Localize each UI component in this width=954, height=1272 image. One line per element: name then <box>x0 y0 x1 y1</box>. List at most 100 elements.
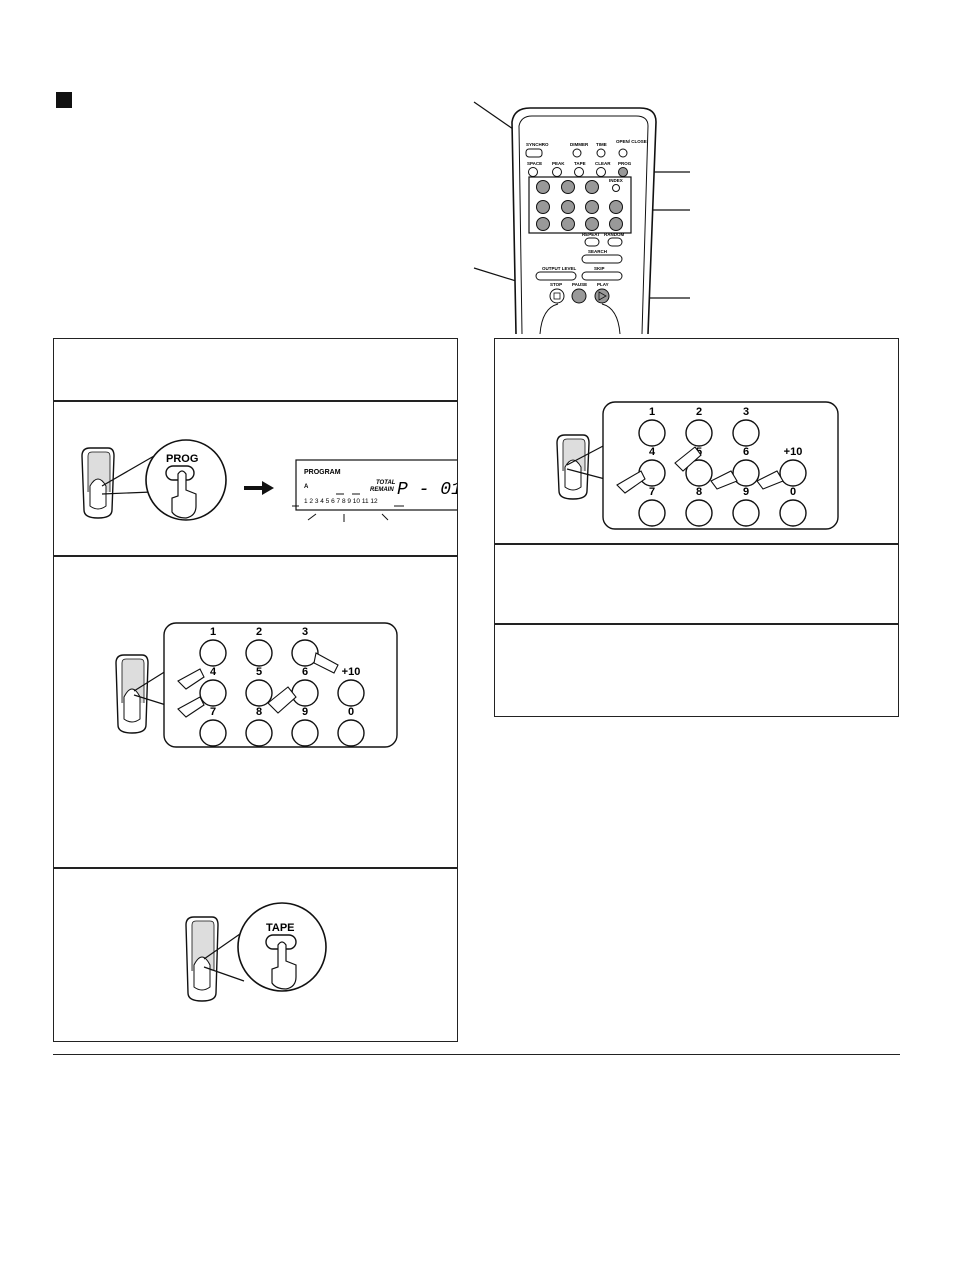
keypad-key-5[interactable] <box>685 459 713 487</box>
keypad-key-label: 4 <box>210 666 217 678</box>
keypad-key-2[interactable] <box>685 419 713 447</box>
remote-key-2[interactable] <box>561 180 575 194</box>
keypad-key-2[interactable] <box>245 639 273 667</box>
remote-label-play: PLAY <box>597 282 609 287</box>
keypad-key-9[interactable] <box>732 499 760 527</box>
keypad-key-label: 0 <box>790 486 796 498</box>
remote-key-8[interactable] <box>561 217 575 231</box>
remote-label-index: INDEX <box>609 178 623 183</box>
keypad-key-4[interactable] <box>638 459 666 487</box>
keypad-key-label: 6 <box>302 666 308 678</box>
remote-label-pause: PAUSE <box>572 282 587 287</box>
play-button[interactable] <box>594 288 610 304</box>
prog-step-figure: PROG PROGRAM A TOTAL REMAIN P - 01 1 2 3… <box>81 439 457 522</box>
keypad-key-plus10[interactable] <box>779 459 807 487</box>
index-button[interactable] <box>612 184 620 192</box>
remote-key-3[interactable] <box>585 180 599 194</box>
keypad-key-label: 7 <box>210 706 216 718</box>
keypad-key-label: 5 <box>256 666 262 678</box>
keypad-key-label: 3 <box>743 406 749 418</box>
footer-rule <box>53 1054 900 1055</box>
keypad-key-label: 2 <box>256 626 262 638</box>
keypad-key-label: 6 <box>743 446 749 458</box>
keypad-key-1[interactable] <box>638 419 666 447</box>
keypad-key-label: +10 <box>342 666 361 678</box>
keypad-key-0[interactable] <box>779 499 807 527</box>
remote-key-0[interactable] <box>609 217 623 231</box>
tape-button-remote[interactable] <box>574 167 584 177</box>
keypad-key-7[interactable] <box>199 719 227 747</box>
cd-display <box>295 459 457 511</box>
remote-key-4[interactable] <box>536 200 550 214</box>
remote-label-prog: PROG <box>618 161 632 166</box>
remote-label-time: TIME <box>596 142 607 147</box>
keypad-key-8[interactable] <box>685 499 713 527</box>
synchro-button[interactable] <box>525 148 543 158</box>
output-level-buttons[interactable] <box>535 271 577 281</box>
finger-icon <box>171 470 197 519</box>
display-track-numbers: 1 2 3 4 5 6 7 8 9 10 11 12 <box>304 498 378 505</box>
remote-label-skip: SKIP <box>594 266 605 271</box>
skip-buttons[interactable] <box>581 271 623 281</box>
step-panel-tape: TAPE <box>53 868 458 1042</box>
keypad-key-9[interactable] <box>291 719 319 747</box>
remote-key-6[interactable] <box>585 200 599 214</box>
remote-key-1[interactable] <box>536 180 550 194</box>
remote-label-peak: PEAK <box>552 161 565 166</box>
keypad-key-0[interactable] <box>337 719 365 747</box>
time-button[interactable] <box>596 148 606 158</box>
remote-label-output-level: OUTPUT LEVEL <box>542 266 577 271</box>
random-button[interactable] <box>607 237 623 247</box>
dimmer-button[interactable] <box>572 148 582 158</box>
keypad-key-4[interactable] <box>199 679 227 707</box>
space-button[interactable] <box>528 167 538 177</box>
remote-label-tape: TAPE <box>574 161 586 166</box>
remote-key-7[interactable] <box>536 217 550 231</box>
keypad-key-6[interactable] <box>732 459 760 487</box>
keypad-key-label: 9 <box>302 706 308 718</box>
keypad-key-label: 3 <box>302 626 308 638</box>
peak-button[interactable] <box>552 167 562 177</box>
display-abc-label: A <box>304 484 309 490</box>
remote-key-plus10[interactable] <box>609 200 623 214</box>
section-bullet <box>56 92 72 108</box>
open-close-button[interactable] <box>618 148 628 158</box>
search-buttons[interactable] <box>581 254 623 264</box>
keypad-key-label: 0 <box>348 706 354 718</box>
finger-icon <box>267 686 297 714</box>
keypad-key-5[interactable] <box>245 679 273 707</box>
keypad-key-plus10[interactable] <box>337 679 365 707</box>
finger-icon <box>177 668 205 690</box>
keypad-key-8[interactable] <box>245 719 273 747</box>
keypad-key-label: 7 <box>649 486 655 498</box>
remote-label-random: RANDOM <box>604 232 624 237</box>
stop-button[interactable] <box>549 288 565 304</box>
keypad-key-3[interactable] <box>291 639 319 667</box>
remote-key-5[interactable] <box>561 200 575 214</box>
remote-label-clear: CLEAR <box>595 161 611 166</box>
prog-button-remote[interactable] <box>618 167 628 177</box>
keypad-key-1[interactable] <box>199 639 227 667</box>
keypad-key-label: +10 <box>784 446 803 458</box>
remote-label-search: SEARCH <box>588 249 607 254</box>
finger-icon <box>674 446 702 472</box>
remote-label-space: SPACE <box>527 161 542 166</box>
keypad-key-label: 2 <box>696 406 702 418</box>
pause-button[interactable] <box>571 288 587 304</box>
keypad-key-3[interactable] <box>732 419 760 447</box>
repeat-button[interactable] <box>584 237 600 247</box>
clear-button[interactable] <box>596 167 606 177</box>
step-panel-right-3 <box>494 624 899 717</box>
keypad-key-label: 8 <box>696 486 702 498</box>
prog-button-label: PROG <box>166 453 198 465</box>
remote-label-stop: STOP <box>550 282 562 287</box>
arrow-right-icon <box>244 481 274 495</box>
remote-key-9[interactable] <box>585 217 599 231</box>
step-panel-right-2 <box>494 544 899 624</box>
keypad-key-7[interactable] <box>638 499 666 527</box>
keypad-key-6[interactable] <box>291 679 319 707</box>
keypad-key-label: 1 <box>649 406 655 418</box>
finger-icon <box>313 652 339 674</box>
